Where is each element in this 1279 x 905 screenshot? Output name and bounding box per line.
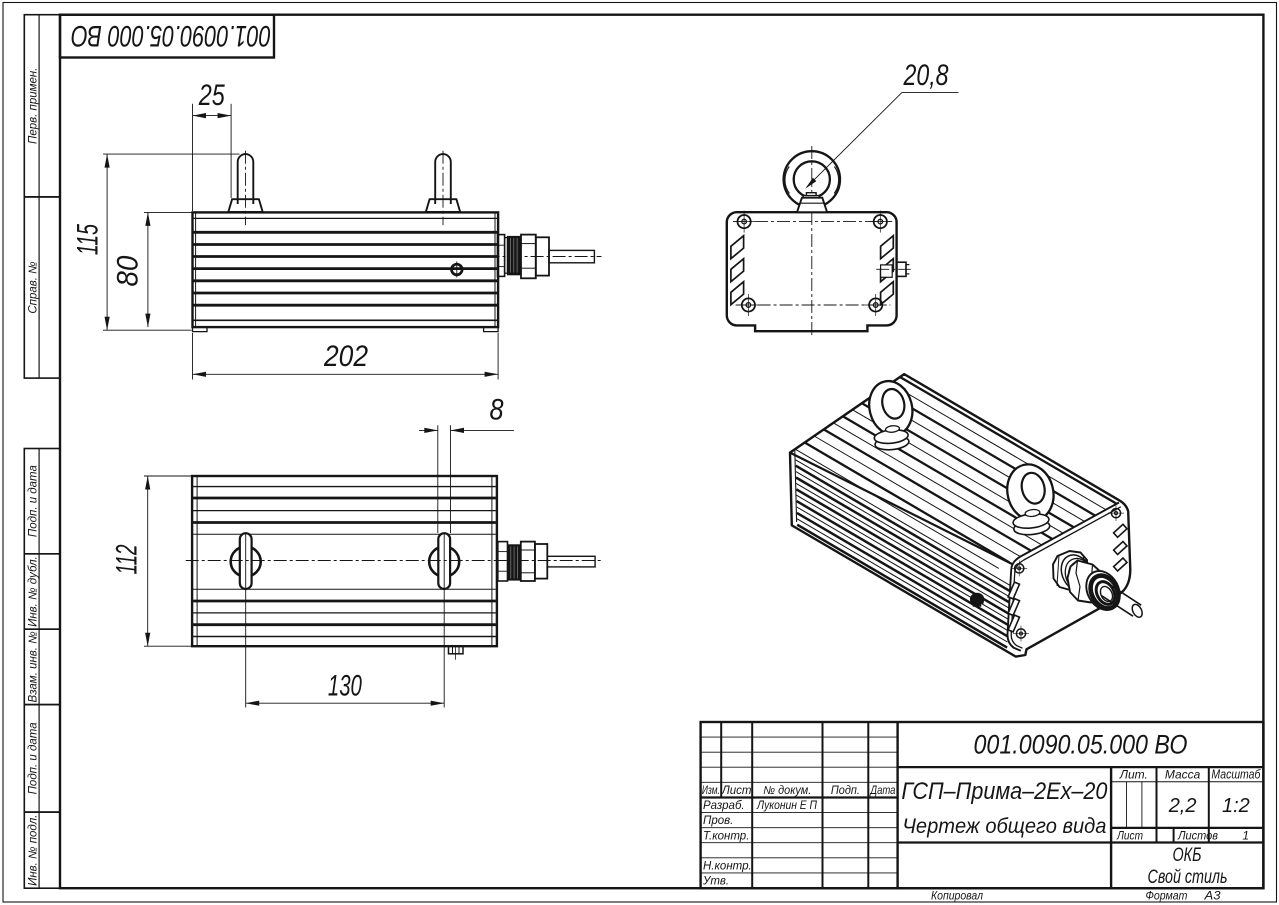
svg-text:ОКБ: ОКБ bbox=[1173, 845, 1202, 866]
svg-text:Взам. инв. №: Взам. инв. № bbox=[28, 631, 40, 703]
svg-text:Подп.: Подп. bbox=[831, 785, 860, 797]
svg-text:2,2: 2,2 bbox=[1168, 795, 1197, 817]
svg-text:Лист: Лист bbox=[1116, 828, 1143, 842]
svg-text:Луконин Е П: Луконин Е П bbox=[756, 800, 817, 812]
svg-text:Т.контр.: Т.контр. bbox=[703, 830, 749, 842]
svg-text:Изм.: Изм. bbox=[702, 785, 720, 797]
svg-text:Свой стиль: Свой стиль bbox=[1148, 867, 1228, 888]
svg-text:Подп. и дата: Подп. и дата bbox=[28, 722, 40, 794]
svg-text:1:2: 1:2 bbox=[1222, 795, 1250, 817]
svg-text:Лит.: Лит. bbox=[1119, 768, 1148, 782]
svg-text:Чертеж общего вида: Чертеж общего вида bbox=[902, 814, 1106, 838]
svg-text:Лист: Лист bbox=[721, 785, 752, 797]
svg-text:Разраб.: Разраб. bbox=[703, 800, 745, 812]
svg-text:Перв. примен.: Перв. примен. bbox=[28, 68, 40, 144]
svg-text:80: 80 bbox=[112, 255, 145, 286]
svg-text:25: 25 bbox=[198, 79, 225, 112]
svg-text:ГСП–Прима–2Ex–20: ГСП–Прима–2Ex–20 bbox=[901, 778, 1107, 805]
svg-text:202: 202 bbox=[323, 340, 368, 373]
svg-text:Формат: Формат bbox=[1146, 889, 1188, 903]
svg-text:Листов: Листов bbox=[1177, 828, 1218, 842]
svg-text:Подп. и дата: Подп. и дата bbox=[28, 465, 40, 537]
svg-text:115: 115 bbox=[72, 224, 105, 255]
svg-text:Инв. № дубл.: Инв. № дубл. bbox=[28, 556, 40, 627]
svg-text:А3: А3 bbox=[1203, 889, 1220, 903]
svg-text:1: 1 bbox=[1242, 828, 1249, 842]
svg-text:Масса: Масса bbox=[1165, 768, 1201, 782]
svg-text:001.0090.05.000 ВО: 001.0090.05.000 ВО bbox=[71, 19, 271, 52]
svg-text:Пров.: Пров. bbox=[703, 815, 733, 827]
svg-text:8: 8 bbox=[490, 394, 504, 427]
svg-text:001.0090.05.000 ВО: 001.0090.05.000 ВО bbox=[974, 730, 1188, 760]
svg-text:Н.контр.: Н.контр. bbox=[703, 861, 752, 873]
svg-text:Копировал: Копировал bbox=[931, 889, 983, 903]
svg-text:Утв.: Утв. bbox=[702, 876, 729, 888]
svg-text:20,8: 20,8 bbox=[903, 59, 949, 92]
svg-text:130: 130 bbox=[328, 670, 362, 703]
svg-text:Справ. №: Справ. № bbox=[28, 261, 40, 314]
svg-text:Дата: Дата bbox=[869, 785, 896, 797]
svg-text:№ докум.: № докум. bbox=[763, 785, 811, 797]
svg-text:Инв. № подл.: Инв. № подл. bbox=[28, 815, 40, 886]
svg-text:Масштаб: Масштаб bbox=[1211, 768, 1261, 782]
svg-text:112: 112 bbox=[111, 544, 144, 574]
